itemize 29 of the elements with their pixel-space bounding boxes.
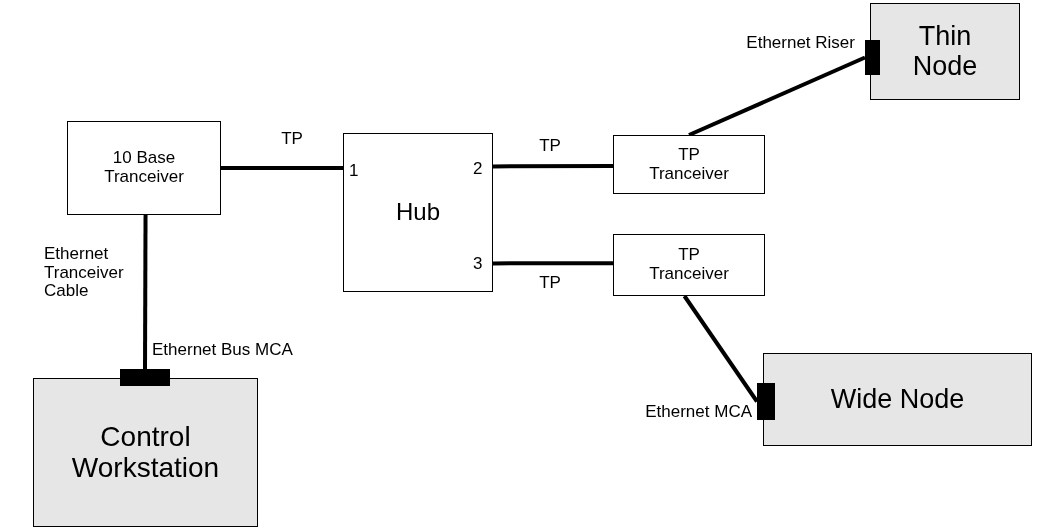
device-label: TP Tranceiver xyxy=(648,145,730,184)
device-box xyxy=(763,353,1032,446)
port-number: 1 xyxy=(349,162,359,181)
port-label: Ethernet Bus MCA xyxy=(152,341,294,360)
device-box xyxy=(343,133,493,292)
device-label: Thin Node xyxy=(911,21,979,82)
cable-line xyxy=(682,294,759,403)
port-number: 2 xyxy=(473,160,483,179)
connector-bar xyxy=(757,383,775,420)
cable-line xyxy=(221,166,343,170)
port-label: Ethernet Riser xyxy=(745,34,855,53)
device-box xyxy=(613,135,765,194)
port-number: 3 xyxy=(473,255,483,274)
device-box xyxy=(33,378,258,527)
device-label: TP Tranceiver xyxy=(648,246,730,284)
cable-line xyxy=(493,164,613,169)
cable-line xyxy=(493,261,613,266)
cable-line xyxy=(143,215,148,369)
device-box xyxy=(67,121,221,215)
port-label: Ethernet MCA xyxy=(644,403,752,422)
device-box xyxy=(870,3,1020,100)
device-label: 10 Base Tranceiver xyxy=(103,149,185,187)
device-label: Wide Node xyxy=(829,384,966,415)
device-box xyxy=(613,234,765,296)
connector-bar xyxy=(865,40,880,75)
device-label: Control Workstation xyxy=(70,421,221,484)
connector-bar xyxy=(120,369,170,386)
cable-line xyxy=(688,55,866,137)
device-label: Hub xyxy=(395,199,441,226)
